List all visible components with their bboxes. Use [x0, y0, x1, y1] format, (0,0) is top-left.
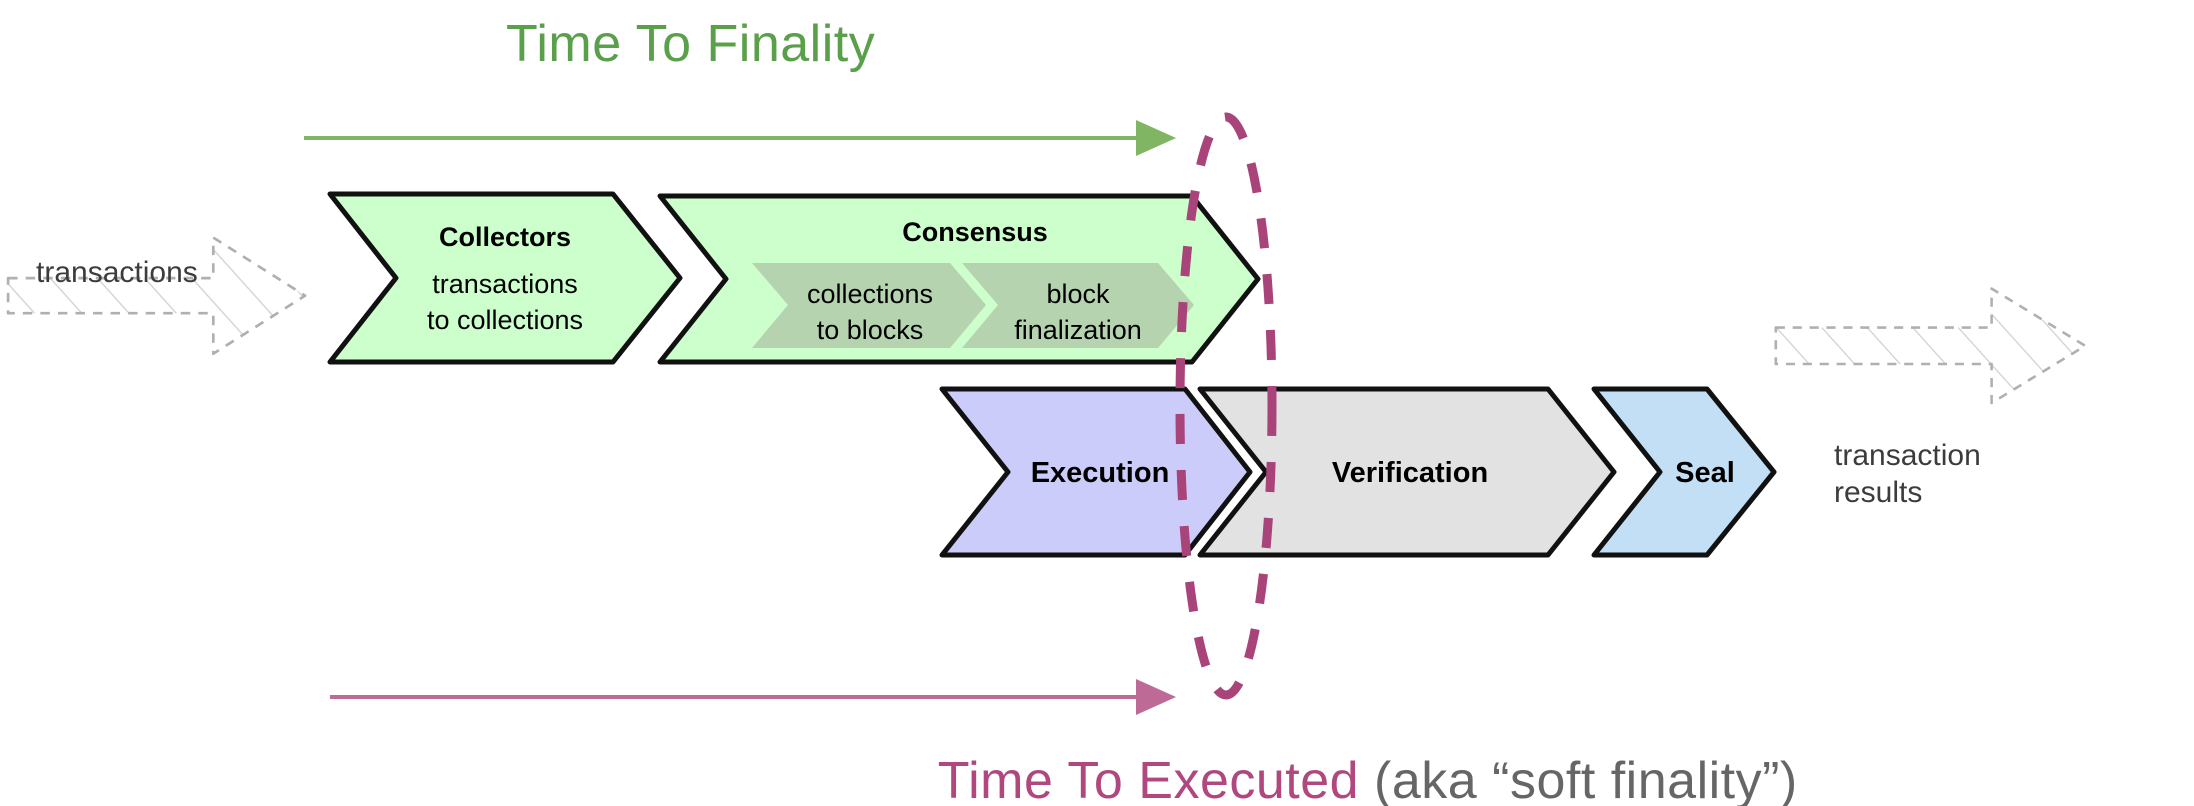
output-label-transaction-results-line1: transaction — [1834, 439, 1981, 472]
stage-title-collectors: Collectors — [438, 222, 572, 252]
stage-label-seal: Seal — [1675, 457, 1735, 489]
page-title-time-to-finality: Time To Finality — [506, 15, 876, 73]
substage-shape-collections-to-blocks[interactable] — [752, 263, 986, 348]
substage-label-collections-to-blocks-line2: to blocks — [816, 315, 924, 345]
substage-shape-block-finalization[interactable] — [962, 263, 1194, 348]
output-ghost-arrow — [1774, 287, 2087, 405]
substage-label-block-finalization-line2: finalization — [1014, 315, 1142, 345]
substage-label-block-finalization-line1: block — [1046, 279, 1110, 309]
stage-subtitle-collectors-line2: to collections — [426, 305, 584, 335]
stage-label-execution: Execution — [1030, 457, 1170, 489]
bottom-caption-rest: (aka “soft finality”) — [1359, 752, 1798, 806]
bottom-caption: Time To Executed (aka “soft finality”) — [920, 733, 1798, 806]
input-ghost-arrow — [6, 236, 307, 356]
substage-label-collections-to-blocks-line1: collections — [806, 279, 934, 309]
stage-label-verification: Verification — [1331, 457, 1489, 489]
stage-shape-collectors[interactable] — [327, 191, 683, 365]
stage-shape-seal[interactable] — [1591, 386, 1777, 558]
finality-marker-ellipse — [1175, 112, 1277, 700]
bottom-caption-emphasis: Time To Executed — [937, 752, 1360, 806]
stage-title-consensus: Consensus — [902, 217, 1048, 247]
stage-subtitle-collectors-line1: transactions — [432, 269, 578, 299]
input-label-transactions: transactions — [36, 256, 198, 289]
output-label-transaction-results-line2: results — [1834, 476, 1923, 509]
stage-shape-verification[interactable] — [1197, 386, 1617, 558]
